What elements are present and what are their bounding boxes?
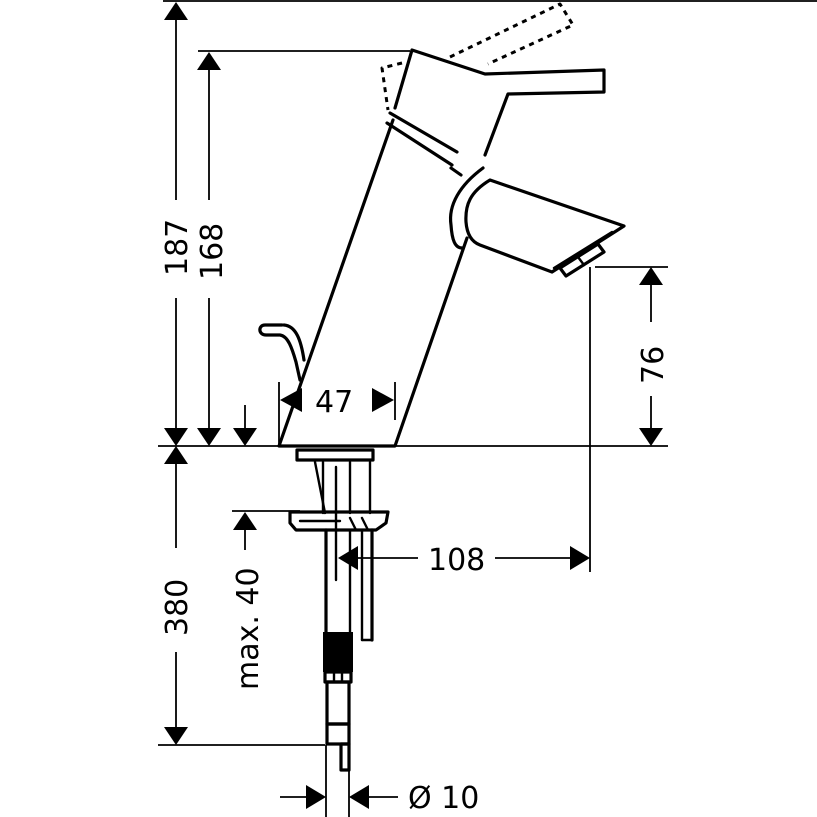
aerator [558,242,606,278]
label-max-deck-thickness: max. 40 [231,567,266,690]
dim-spout-height: 76 [636,267,671,446]
arrow-right-icon [570,546,590,570]
label-connection-diameter: Ø 10 [408,781,479,816]
lever-handle [393,48,606,157]
lever-collar [388,111,459,154]
hose-end [339,742,351,772]
lever-handle-raised-position [380,2,575,111]
arrow-down-icon [233,428,257,446]
arrow-down-icon [164,428,188,446]
arrow-right-icon [306,785,326,809]
arrow-left-icon [338,546,358,570]
dim-spout-reach: 108 [338,543,590,578]
pop-up-rod [258,323,306,382]
label-body-height: 168 [195,223,230,280]
arrow-up-icon [164,2,188,20]
dim-total-height: 187 [160,2,195,446]
dim-below-deck-length: 380 [160,446,195,745]
dim-max-deck-thickness: max. 40 [231,512,266,690]
label-base-width: 47 [315,385,353,420]
arrow-left-icon [349,785,369,809]
flexible-hose [323,632,353,772]
dim-body-height: 168 [195,52,230,446]
arrow-right-icon [372,388,394,412]
mounting-assembly [288,448,390,642]
label-below-deck-length: 380 [160,579,195,636]
dim-connection-diameter: Ø 10 [280,745,479,817]
arrow-up-icon [197,52,221,70]
label-total-height: 187 [160,219,195,276]
dim-base-width: 47 [278,382,396,446]
dim-deck-arrow [233,405,257,446]
mixer-body [277,111,469,448]
arrow-up-icon [233,512,257,530]
reference-lines [158,0,817,746]
arrow-up-icon [639,267,663,285]
arrow-down-icon [197,428,221,446]
spout [448,166,626,274]
mounting-nut [288,510,390,532]
arrow-up-icon [164,446,188,464]
base-washer [295,448,375,462]
label-spout-reach: 108 [428,543,485,578]
arrow-down-icon [164,727,188,745]
label-spout-height: 76 [636,346,671,384]
arrow-down-icon [639,428,663,446]
hose-crimp [323,632,353,672]
